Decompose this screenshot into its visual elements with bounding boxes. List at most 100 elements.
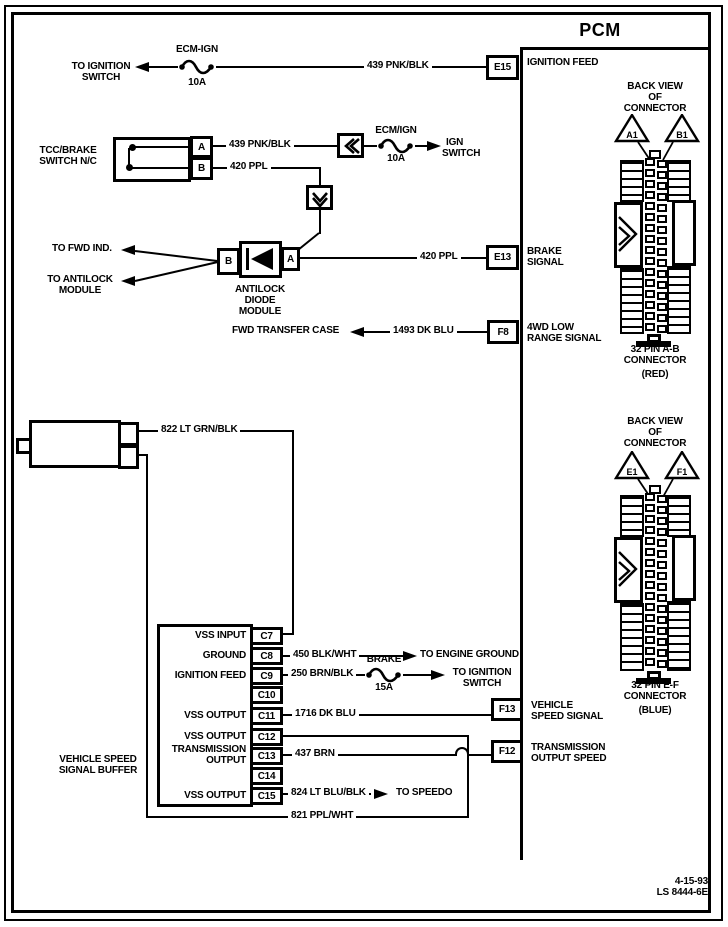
arrow-right-ignition-switch-2 xyxy=(431,670,445,680)
footer-date: 4-15-93 xyxy=(674,876,708,887)
conn1-triangle-b1: B1 xyxy=(676,130,688,140)
conn2-hatch-block xyxy=(620,495,644,537)
conn1-pin-triangles: A1 B1 xyxy=(613,114,701,161)
pcm-label-ignition-feed: IGNITION FEED xyxy=(527,57,599,68)
pcm-pin-f12: F12 xyxy=(491,740,523,763)
wire-label-1493: 1493 DK BLU xyxy=(390,325,457,336)
fuse-icon-ecm-ign xyxy=(178,58,216,75)
switch-wire-a xyxy=(134,146,190,148)
wire-437-a xyxy=(283,754,457,756)
wire-822-down xyxy=(292,430,294,635)
pcm-label-trans-1: TRANSMISSION xyxy=(531,742,606,753)
pcm-label-4wd-2: RANGE SIGNAL xyxy=(527,333,602,344)
conn2-pin-column xyxy=(657,495,667,671)
wire-label-420-tcc: 420 PPL xyxy=(227,161,271,172)
arrow-left-antilock xyxy=(121,276,135,286)
arrow-right-engine-ground xyxy=(403,651,417,661)
fuse-icon-brake xyxy=(365,666,403,683)
buffer-pin-c7: C7 xyxy=(250,627,283,645)
tcc-terminal-a: A xyxy=(190,136,213,158)
buffer-row-label: TRANSMISSION OUTPUT xyxy=(171,744,246,766)
buffer-pin-c12: C12 xyxy=(250,728,283,746)
buffer-pin-c14: C14 xyxy=(250,767,283,785)
page-outer-border xyxy=(4,5,723,921)
arrow-right-speedo xyxy=(374,789,388,799)
wire-label-420-pcm: 420 PPL xyxy=(417,251,461,262)
pcm-pin-e13: E13 xyxy=(486,245,519,270)
wire-1716 xyxy=(283,714,491,716)
wire-crossover-hop xyxy=(455,747,469,755)
buffer-pin-c10: C10 xyxy=(250,686,283,704)
fuse-name-brake: BRAKE xyxy=(366,654,402,665)
wire-label-1716: 1716 DK BLU xyxy=(292,708,359,719)
dest-fwd-transfer-case: FWD TRANSFER CASE xyxy=(232,325,340,336)
conn2-side-block xyxy=(672,535,696,601)
diode-module-name: ANTILOCK DIODE MODULE xyxy=(234,284,286,317)
conn1-side-block xyxy=(614,202,643,268)
footer-doc-id: 4-15-93 LS 8444-6E xyxy=(598,876,709,898)
conn1-pin-column xyxy=(657,160,667,336)
arrow-right-ign-switch xyxy=(427,141,441,151)
arrow-left-fwd-ind xyxy=(121,245,135,255)
buffer-row-label: VSS INPUT xyxy=(195,630,246,641)
pcm-label-brake-2: SIGNAL xyxy=(527,257,564,268)
tcc-switch-box xyxy=(113,137,191,182)
diode-terminal-a: A xyxy=(281,247,300,271)
pcm-box xyxy=(520,47,711,860)
inline-connector-left-icon xyxy=(337,133,364,158)
conn2-top-tab xyxy=(649,485,661,494)
footer-code: LS 8444-6E xyxy=(656,887,709,898)
buffer-row-label: VSS OUTPUT xyxy=(184,790,246,801)
dest-speedo: TO SPEEDO xyxy=(396,787,453,798)
pcm-pin-e15: E15 xyxy=(486,55,519,80)
fuse-name-ecm-ign: ECM-IGN xyxy=(176,44,218,55)
pcm-label-vss-2: SPEED SIGNAL xyxy=(531,711,604,722)
conn2-side-block xyxy=(614,537,643,603)
conn2-pin-column xyxy=(645,493,655,669)
dest-ignition-switch-2: TO IGNITION SWITCH xyxy=(452,667,512,689)
conn1-top-tab xyxy=(649,150,661,159)
buffer-row-label: VSS OUTPUT xyxy=(184,731,246,742)
wire-label-822: 822 LT GRN/BLK xyxy=(158,424,241,435)
tcc-switch-name: TCC/BRAKE SWITCH N/C xyxy=(39,145,97,167)
buffer-row-label: IGNITION FEED xyxy=(174,670,246,681)
conn1-foot-base xyxy=(636,341,671,347)
conn2-back-view-label: BACK VIEW OF CONNECTOR xyxy=(623,416,687,449)
dest-antilock-module: TO ANTILOCK MODULE xyxy=(47,274,113,296)
conn1-side-block xyxy=(672,200,696,266)
wire-420-down-1 xyxy=(319,167,321,186)
dest-ignition-switch: TO IGNITION SWITCH xyxy=(71,61,131,83)
tcc-terminal-b: B xyxy=(190,157,213,180)
conn2-triangle-e1: E1 xyxy=(626,467,637,477)
fuse-amp-10a-2: 10A xyxy=(387,153,405,164)
conn1-hatch-block xyxy=(667,266,691,334)
pcm-label-vss-1: VEHICLE xyxy=(531,700,573,711)
conn1-triangle-a1: A1 xyxy=(626,130,638,140)
arrow-left-transfer-case xyxy=(350,327,364,337)
conn1-fork-glyph xyxy=(618,216,638,252)
fuse-amp-15a: 15A xyxy=(375,682,393,693)
conn2-hatch-block xyxy=(667,495,691,537)
pcm-label-trans-2: OUTPUT SPEED xyxy=(531,753,607,764)
buffer-row-label: GROUND xyxy=(202,650,246,661)
buffer-pin-c13: C13 xyxy=(250,747,283,765)
pcm-pin-f8: F8 xyxy=(487,320,519,344)
wire-420-down-2 xyxy=(319,210,321,234)
wire-label-439: 439 PNK/BLK xyxy=(364,60,432,71)
conn1-back-view-label: BACK VIEW OF CONNECTOR xyxy=(623,81,687,114)
conn2-triangle-f1: F1 xyxy=(677,467,688,477)
vss-sensor-terminal xyxy=(118,445,139,469)
pcm-title: PCM xyxy=(579,20,621,40)
wire-822-to-c7 xyxy=(281,633,294,635)
dest-ign-switch: IGN SWITCH xyxy=(442,137,481,159)
conn1-hatch-block xyxy=(620,268,644,334)
conn2-hatch-block xyxy=(620,603,644,671)
inline-connector-down-icon xyxy=(306,185,333,210)
buffer-pin-c11: C11 xyxy=(250,707,283,725)
pcm-pin-f13: F13 xyxy=(491,698,523,721)
fuse-name-ecm-ign-2: ECM/IGN xyxy=(375,125,417,136)
conn1-hatch-block xyxy=(667,160,691,202)
wire-821-up-to-c12 xyxy=(467,735,469,818)
buffer-row-label: VSS OUTPUT xyxy=(184,710,246,721)
